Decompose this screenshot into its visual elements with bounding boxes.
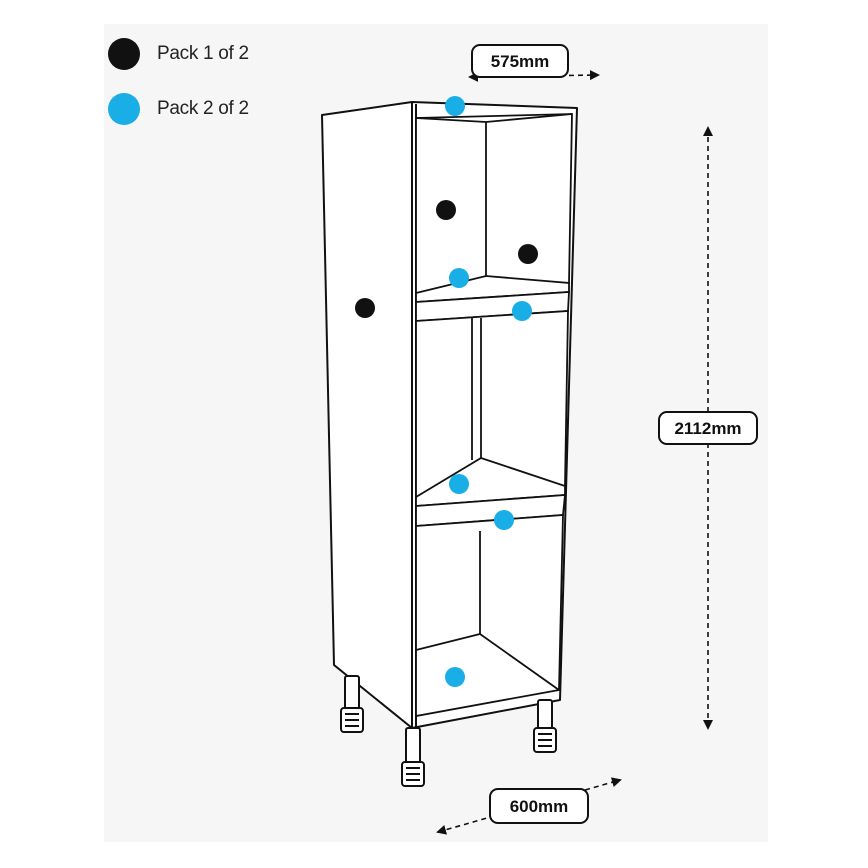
- cabinet-side-panel: [321, 101, 413, 729]
- legend-label-pack-2: Pack 2 of 2: [157, 98, 249, 119]
- width-dimension: 575mm: [468, 44, 600, 82]
- height-label-box: [658, 411, 758, 445]
- depth-dimension: 600mm: [436, 777, 622, 835]
- pack-1-marker-right-panel: [518, 244, 538, 264]
- leg-back-left: [340, 675, 364, 733]
- depth-label: 600mm: [510, 797, 569, 816]
- legend-item-pack-1: Pack 1 of 2: [108, 38, 249, 70]
- pack-2-marker-rail-1: [512, 301, 532, 321]
- leg-front-left: [401, 727, 425, 787]
- cabinet-legs: [340, 675, 557, 787]
- height-dimension: 2112mm: [658, 126, 758, 730]
- legend-dot-pack-1: [108, 38, 140, 70]
- pack-2-marker-base: [445, 667, 465, 687]
- pack-2-marker-shelf-1: [449, 268, 469, 288]
- top-inner-edge: [415, 113, 573, 123]
- shelf-2-top: [415, 457, 566, 507]
- width-label: 575mm: [491, 52, 550, 71]
- legend-item-pack-2: Pack 2 of 2: [108, 93, 249, 125]
- legend-label-pack-1: Pack 1 of 2: [157, 43, 249, 64]
- width-label-box: [471, 44, 569, 78]
- leg-front-right: [533, 699, 557, 753]
- legend-dot-pack-2: [108, 93, 140, 125]
- pack-1-markers: [355, 200, 538, 318]
- pack-2-markers: [445, 96, 532, 687]
- bottom-floor-edge: [415, 633, 560, 691]
- height-label: 2112mm: [674, 419, 741, 438]
- shelf-1-top: [415, 275, 570, 303]
- bottom-compartment: [415, 514, 564, 718]
- pack-2-marker-rail-2: [494, 510, 514, 530]
- pack-2-marker-top: [445, 96, 465, 116]
- pack-2-marker-shelf-2: [449, 474, 469, 494]
- depth-label-box: [489, 788, 589, 824]
- pack-1-marker-side-panel: [355, 298, 375, 318]
- pack-1-marker-back-panel: [436, 200, 456, 220]
